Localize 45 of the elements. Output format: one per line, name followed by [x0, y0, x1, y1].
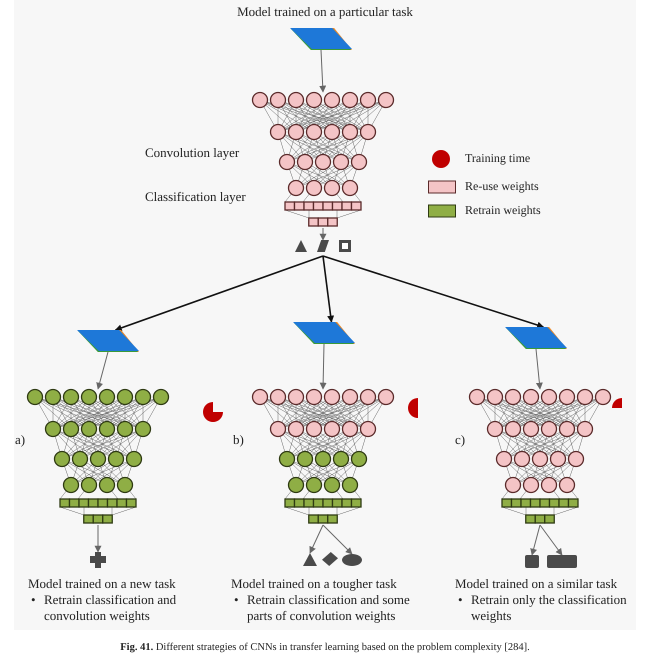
caption: Fig. 41. Different strategies of CNNs in transfer learning based on the problem complexity [284].: [119, 641, 531, 655]
square-shape: [339, 240, 351, 252]
panel-label: b): [233, 432, 244, 447]
arrow: [319, 50, 326, 93]
arrow: [320, 344, 327, 390]
ellipse-shape: [342, 554, 362, 566]
bullet-text: Retrain classification and some parts of convolution weights: [247, 592, 411, 624]
triangle-shape: [295, 240, 307, 252]
triangle-shape: [303, 553, 317, 566]
image-stack-icon: [77, 330, 139, 352]
description-heading: Model trained on a new task: [28, 576, 177, 592]
arrow: [540, 524, 562, 556]
arrow: [530, 524, 540, 556]
parallelogram-shape: [317, 240, 329, 252]
image-stack-icon: [293, 322, 355, 344]
description-heading: Model trained on a similar task: [455, 576, 618, 592]
arrow: [536, 348, 543, 390]
arrow: [114, 255, 324, 332]
cross-shape: [90, 552, 106, 568]
bullet: •: [458, 592, 463, 608]
arrow: [322, 255, 544, 328]
rounded-rect-shape: [547, 555, 577, 568]
rounded-rect-shape: [525, 555, 539, 568]
bullet: •: [234, 592, 239, 608]
layer-label: Convolution layer: [145, 145, 240, 160]
image-stack-icon: [290, 28, 352, 50]
image-stack-icon: [505, 327, 567, 349]
arrow: [320, 228, 326, 241]
layer-label: Classification layer: [145, 189, 246, 204]
bullet-text: Retrain only the classification weights: [471, 592, 628, 624]
arrow: [322, 256, 334, 323]
arrow: [94, 524, 102, 553]
description-heading: Model trained on a tougher task: [231, 576, 398, 592]
legend-label: Retrain weights: [465, 203, 541, 218]
arrow: [309, 524, 324, 554]
bullet: •: [31, 592, 36, 608]
arrow: [96, 352, 108, 390]
panel-label: c): [455, 432, 466, 447]
panel-label: a): [15, 432, 26, 447]
diamond-shape: [322, 552, 338, 566]
bullet-text: Retrain classification and convolution weights: [44, 592, 178, 624]
title: Model trained on a particular task: [236, 4, 414, 19]
legend-label: Re-use weights: [465, 179, 539, 194]
legend-label: Training time: [465, 151, 530, 166]
arrow: [322, 524, 352, 554]
